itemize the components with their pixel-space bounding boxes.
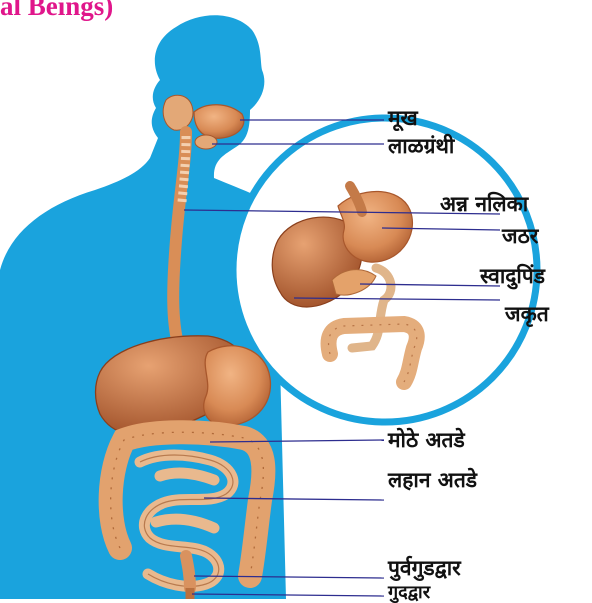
salivary-gland-lower	[195, 135, 217, 149]
label-liver: जकृत	[505, 304, 549, 325]
label-stomach: जठर	[502, 226, 538, 247]
label-rectum: पुर्वगुडद्वार	[388, 558, 461, 579]
label-esophagus: अन्न नलिका	[440, 194, 528, 215]
page-title: al Beings)	[0, 0, 113, 22]
label-anus: गुदद्वार	[388, 584, 430, 602]
rectum-organ	[186, 556, 190, 588]
salivary-gland-organ	[163, 95, 193, 130]
label-large-intestine: मोठे अतडे	[388, 430, 465, 451]
label-salivary-glands: लाळग्रंथी	[388, 136, 454, 157]
label-small-intestine: लहान अतडे	[388, 470, 477, 491]
label-mouth: मूख	[388, 108, 418, 129]
mouth-organ	[194, 105, 244, 139]
label-pancreas: स्वादुपिंड	[480, 266, 545, 287]
